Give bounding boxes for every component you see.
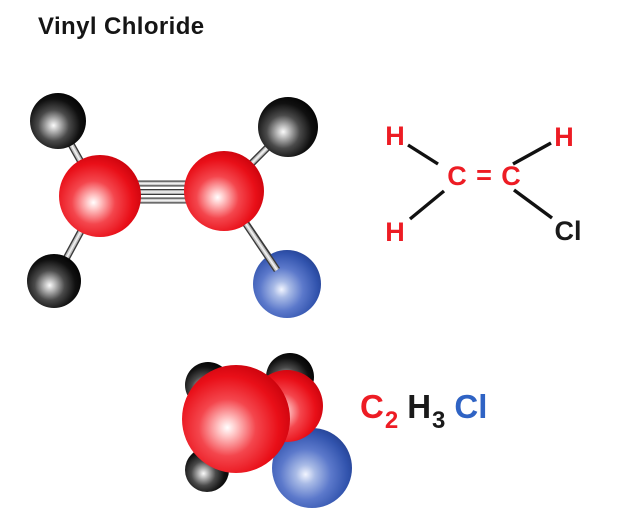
- formula-part-c2: C2: [360, 388, 398, 435]
- formula-part-cl: Cl: [454, 388, 487, 426]
- formula-subscript-2: 2: [384, 407, 399, 434]
- formula-symbol-c: C: [360, 388, 384, 425]
- formula-label-H-bottom-left: H: [385, 217, 405, 247]
- atom-C-sphere: [182, 365, 290, 473]
- formula-symbol-cl: Cl: [454, 388, 488, 425]
- formula-symbol-h: H: [407, 388, 432, 425]
- atom-H-sphere: [30, 93, 86, 149]
- formula-label-H-top-right: H: [554, 122, 574, 152]
- bond-stick: [245, 223, 278, 271]
- atom-C-sphere: [59, 155, 141, 237]
- formula-label-Cl-bottom-right: Cl: [555, 216, 582, 246]
- formula-bond-line: [408, 189, 446, 221]
- formula-bond-line: [512, 188, 554, 220]
- formula-bond-line: [512, 141, 552, 166]
- formula-label-double-bond: =: [476, 160, 492, 190]
- structural-formula: H H C = C H Cl: [385, 121, 581, 247]
- atom-Cl-sphere: [253, 250, 321, 318]
- space-filling-model: [182, 353, 352, 508]
- formula-label-C-right: C: [501, 161, 521, 191]
- atom-C-sphere: [184, 151, 264, 231]
- atom-H-sphere: [27, 254, 81, 308]
- atom-Cl-sphere: [272, 428, 352, 508]
- atom-H-sphere: [258, 97, 318, 157]
- formula-bond-line: [407, 143, 439, 166]
- formula-label-C-left: C: [447, 161, 467, 191]
- page-title: Vinyl Chloride: [38, 13, 205, 40]
- ball-and-stick-model: [27, 93, 321, 318]
- formula-subscript-3: 3: [432, 407, 446, 434]
- formula-part-h3: H3: [407, 388, 445, 435]
- formula-label-H-top-left: H: [385, 121, 405, 151]
